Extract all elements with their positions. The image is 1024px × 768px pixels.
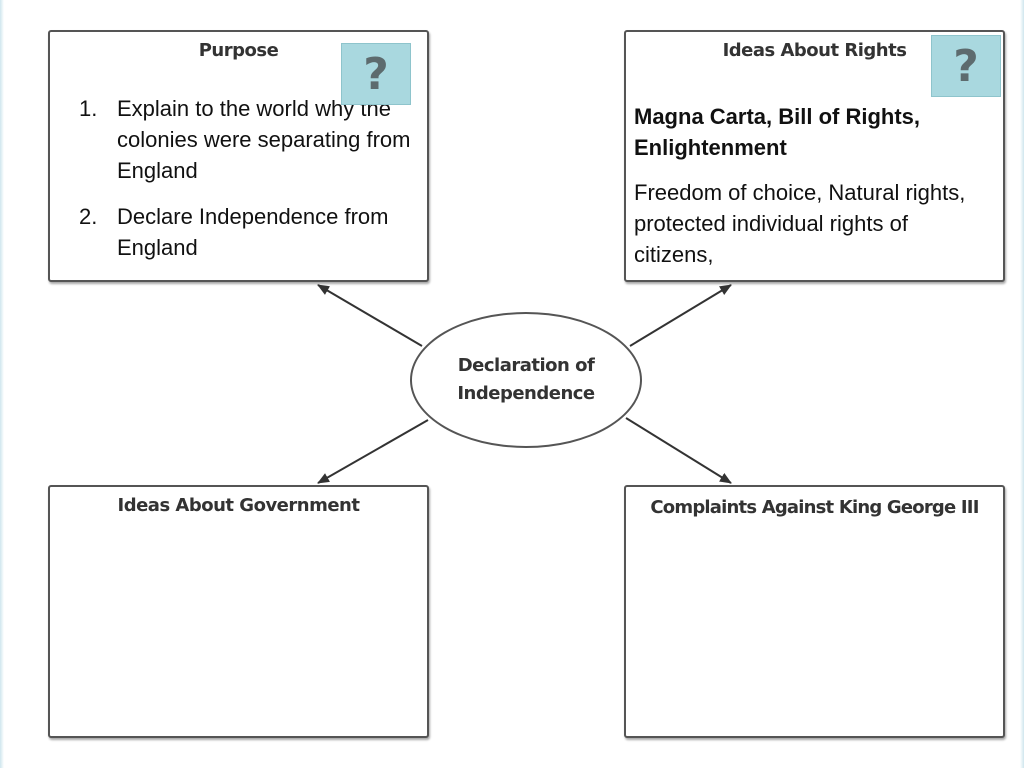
purpose-item-2-text: Declare Independence from England	[117, 204, 389, 260]
slide-right-edge	[1020, 0, 1024, 768]
question-mark-icon: ?	[363, 48, 389, 100]
purpose-title: Purpose	[198, 40, 279, 61]
slide-left-edge	[0, 0, 4, 768]
rights-help-button[interactable]: ?	[931, 35, 1001, 97]
arrow-to-complaints	[625, 417, 732, 484]
complaints-box: Complaints Against King George III	[624, 485, 1005, 738]
center-topic: Declaration of Independence	[410, 312, 642, 448]
center-topic-line-2: Independence	[457, 383, 595, 404]
purpose-item-1-number: 1.	[79, 96, 98, 121]
purpose-box: Purpose 1. Explain to the world why the …	[48, 30, 429, 282]
rights-title: Ideas About Rights	[722, 40, 907, 61]
purpose-list: 1. Explain to the world why the colonies…	[79, 93, 419, 263]
purpose-item-1: 1. Explain to the world why the colonies…	[79, 93, 419, 186]
rights-description: Freedom of choice, Natural rights, prote…	[634, 180, 966, 267]
complaints-title: Complaints Against King George III	[650, 497, 979, 518]
rights-content: Magna Carta, Bill of Rights, Enlightenme…	[634, 101, 979, 270]
question-mark-icon: ?	[953, 40, 979, 92]
arrow-to-purpose	[317, 284, 423, 347]
purpose-item-2-number: 2.	[79, 204, 98, 229]
purpose-content: 1. Explain to the world why the colonies…	[79, 93, 419, 278]
center-topic-line-1: Declaration of	[457, 355, 595, 376]
arrow-to-government	[317, 419, 429, 484]
purpose-item-1-text: Explain to the world why the colonies we…	[117, 96, 411, 183]
rights-sources: Magna Carta, Bill of Rights, Enlightenme…	[634, 104, 921, 160]
government-title: Ideas About Government	[117, 495, 360, 516]
purpose-item-2: 2. Declare Independence from England	[79, 201, 419, 263]
rights-box: Ideas About Rights Magna Carta, Bill of …	[624, 30, 1005, 282]
purpose-help-button[interactable]: ?	[341, 43, 411, 105]
government-box: Ideas About Government	[48, 485, 429, 738]
arrow-to-rights	[629, 284, 732, 347]
